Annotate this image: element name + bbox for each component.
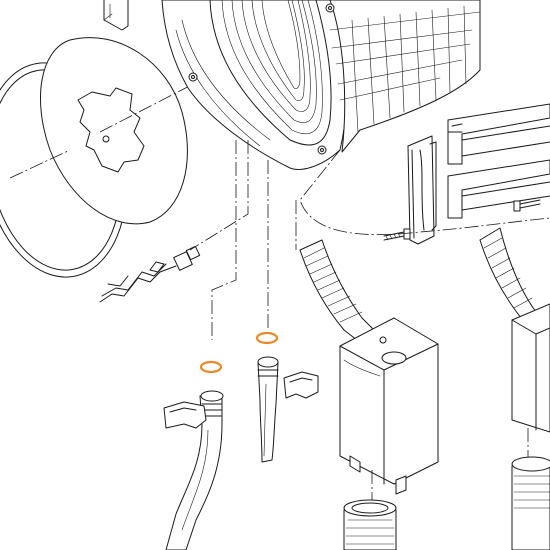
flange-bolt[interactable] xyxy=(188,72,198,82)
flange-bolt[interactable] xyxy=(325,3,335,13)
hose-clamp[interactable] xyxy=(283,371,319,399)
right-condensate-trap[interactable] xyxy=(511,303,550,433)
mounting-rail-upper[interactable] xyxy=(447,103,550,165)
support-bracket[interactable] xyxy=(407,135,437,245)
rail-screw[interactable] xyxy=(513,199,541,212)
condensate-trap[interactable] xyxy=(339,317,439,495)
hose-clamp[interactable] xyxy=(163,401,207,429)
corrugated-hose[interactable] xyxy=(299,239,375,345)
o-ring-seal[interactable] xyxy=(255,331,279,345)
top-bracket[interactable] xyxy=(103,0,129,31)
o-ring-seal[interactable] xyxy=(199,360,223,374)
mounting-rail-lower[interactable] xyxy=(447,159,550,219)
threaded-fitting[interactable] xyxy=(343,499,397,550)
cover-plate[interactable] xyxy=(9,37,241,225)
right-corrugated-hose[interactable] xyxy=(479,227,537,325)
center-hose-pipe[interactable] xyxy=(257,356,279,463)
right-threaded-fitting[interactable] xyxy=(511,456,550,550)
flange-bolt[interactable] xyxy=(317,145,327,155)
temperature-sensor[interactable] xyxy=(99,245,201,303)
heat-exchanger-housing[interactable] xyxy=(161,0,481,170)
